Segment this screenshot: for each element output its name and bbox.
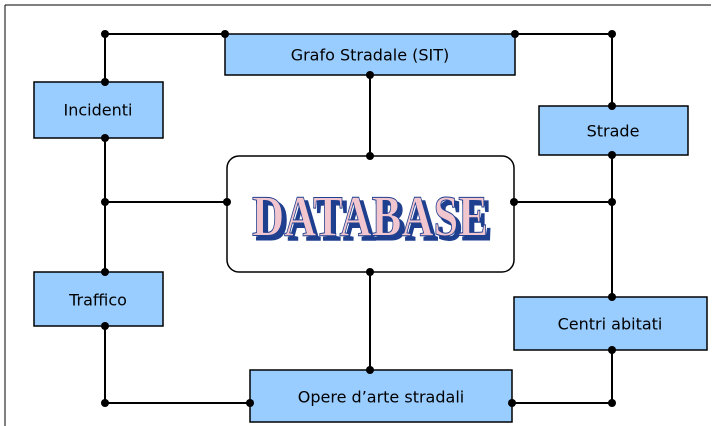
- junction-dot: [608, 102, 616, 110]
- node-box: [513, 296, 708, 351]
- node-centri-abitati: Centri abitati: [513, 296, 708, 351]
- junction-dot: [511, 30, 519, 38]
- node-label: Opere d’arte stradali: [298, 388, 464, 407]
- node-strade: Strade: [538, 105, 689, 156]
- database-center: DATABASE DATABASE: [226, 155, 515, 273]
- junction-dot: [101, 134, 109, 142]
- node-label: Traffico: [68, 291, 127, 310]
- junction-dot: [221, 30, 229, 38]
- junction-dot: [366, 366, 374, 374]
- node-box: [33, 81, 164, 139]
- junction-dot: [608, 293, 616, 301]
- node-label: Centri abitati: [558, 315, 663, 334]
- junction-dot: [366, 268, 374, 276]
- junction-dots: [101, 30, 616, 407]
- junction-dot: [101, 322, 109, 330]
- node-traffico: Traffico: [33, 271, 164, 327]
- junction-dot: [101, 268, 109, 276]
- junction-dot: [223, 198, 231, 206]
- database-title: DATABASE: [252, 184, 488, 249]
- junction-dot: [608, 151, 616, 159]
- junction-dot: [608, 346, 616, 354]
- junction-dot: [101, 399, 109, 407]
- junction-dot: [246, 399, 254, 407]
- junction-dot: [608, 399, 616, 407]
- junction-dot: [608, 30, 616, 38]
- node-box: [33, 271, 164, 327]
- database-title-shadow: DATABASE: [256, 188, 492, 253]
- node-opere-arte: Opere d’arte stradali: [249, 369, 513, 423]
- junction-dot: [101, 198, 109, 206]
- node-label: Incidenti: [64, 101, 133, 120]
- junction-dot: [101, 78, 109, 86]
- node-box: [249, 369, 513, 423]
- node-incidenti: Incidenti: [33, 81, 164, 139]
- junction-dot: [608, 198, 616, 206]
- junction-dot: [101, 30, 109, 38]
- node-grafo-stradale: Grafo Stradale (SIT): [224, 33, 516, 76]
- node-label: Strade: [587, 122, 640, 141]
- junction-dot: [510, 198, 518, 206]
- junction-dot: [366, 152, 374, 160]
- junction-dot: [366, 71, 374, 79]
- junction-dot: [508, 399, 516, 407]
- node-label: Grafo Stradale (SIT): [291, 46, 450, 65]
